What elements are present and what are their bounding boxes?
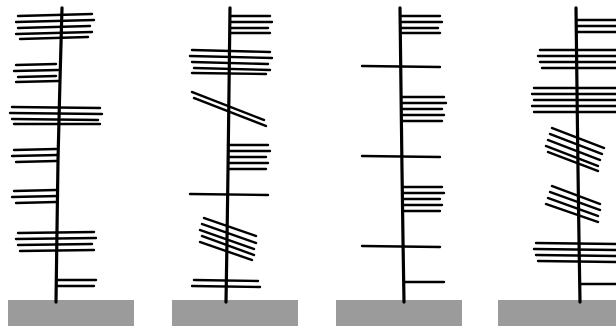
panel-4	[498, 8, 616, 326]
panel-1-cluster-1	[16, 14, 94, 39]
panel-2	[172, 8, 298, 326]
panel-3-cluster-2	[362, 66, 440, 67]
panel-3-stem	[400, 8, 404, 302]
panel-1-cluster-5	[12, 190, 58, 203]
panel-2-base	[172, 300, 298, 326]
panel-3-cluster-6	[362, 246, 440, 247]
panel-3-cluster-5	[403, 187, 444, 211]
panel-1-cluster-2	[14, 64, 58, 82]
panel-4-base	[498, 300, 616, 326]
panel-1-cluster-4	[12, 149, 58, 162]
panel-3	[336, 8, 462, 326]
panel-4-cluster-1	[576, 20, 616, 32]
panel-3-base	[336, 300, 462, 326]
panel-4-cluster-5	[546, 186, 600, 222]
panel-4-cluster-3	[532, 88, 616, 112]
panel-1-cluster-7	[56, 280, 96, 286]
panel-4-cluster-4	[546, 128, 604, 171]
panel-4-stem	[576, 8, 580, 302]
panel-3-cluster-3	[402, 97, 446, 121]
panel-2-cluster-1	[230, 16, 272, 33]
panel-1	[8, 8, 134, 326]
panel-2-cluster-5	[190, 194, 268, 195]
panel-4-cluster-6	[534, 243, 616, 262]
panel-3-cluster-4	[362, 156, 440, 157]
panel-3-cluster-1	[402, 16, 442, 33]
panel-1-cluster-3	[10, 107, 102, 124]
panel-1-base	[8, 300, 134, 326]
panel-2-cluster-4	[228, 145, 270, 169]
